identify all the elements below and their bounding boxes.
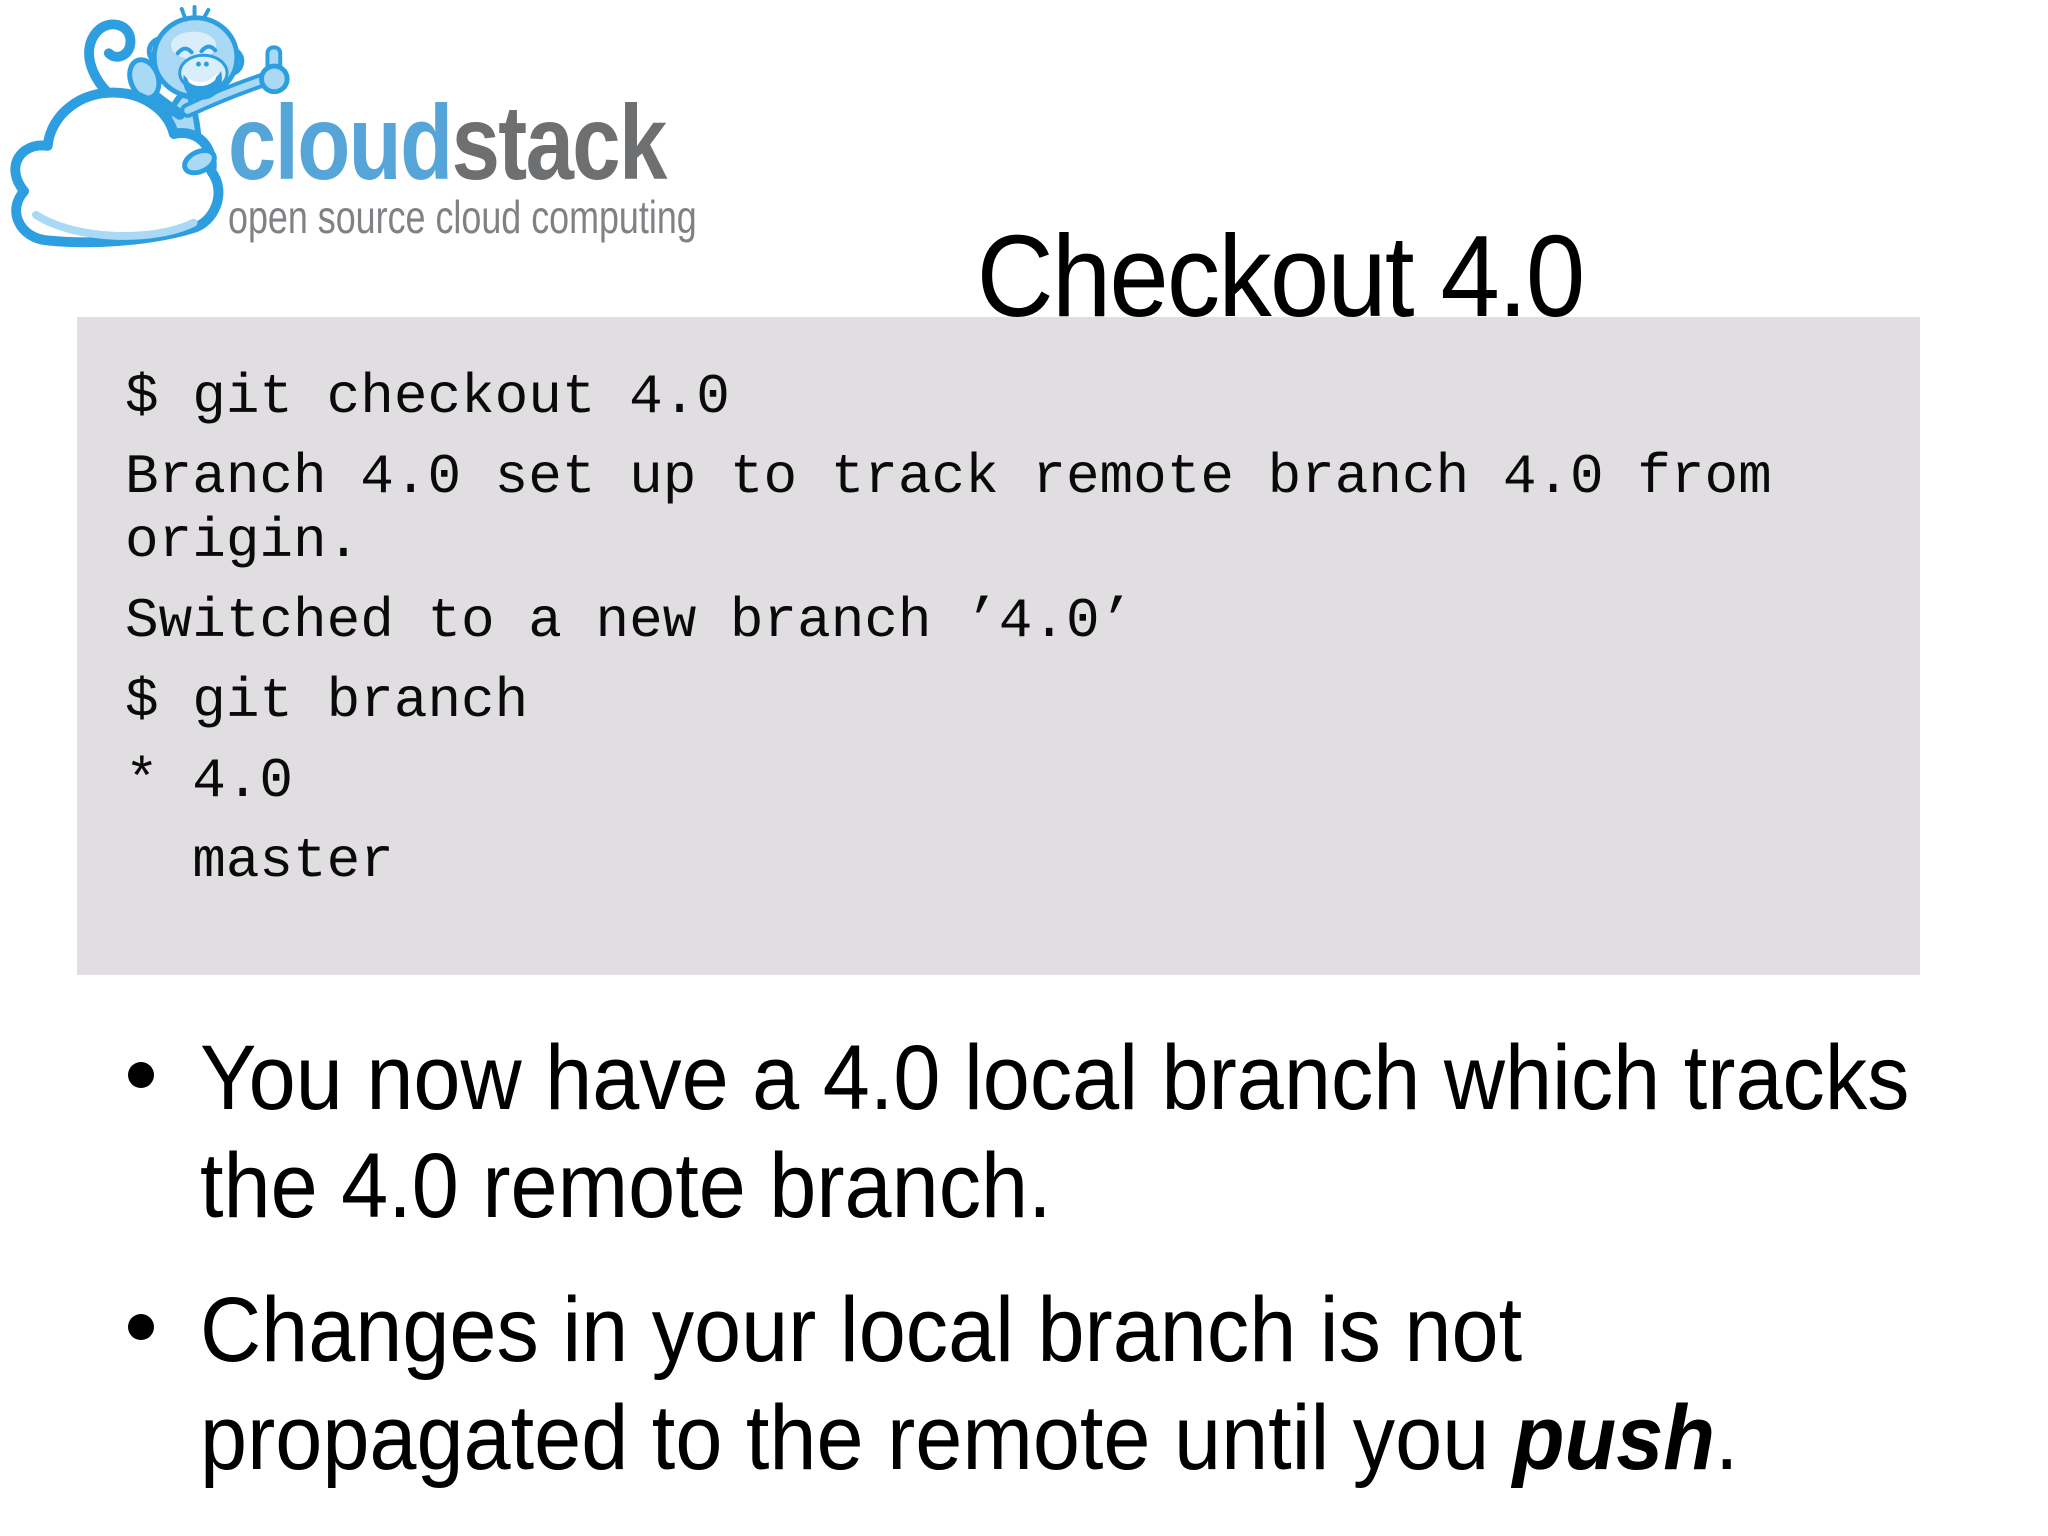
bullet-line: propagated to the remote until you push. [200, 1384, 1738, 1492]
brand-word-cloud: cloud [228, 84, 453, 202]
emphasis-push: push [1512, 1387, 1715, 1489]
code-line: Switched to a new branch ’4.0’ [125, 589, 1134, 653]
bullet-item: Changes in your local branch is not prop… [128, 1276, 2028, 1492]
code-line: origin. [125, 509, 361, 573]
brand-word-stack: stack [451, 84, 668, 202]
code-line: Branch 4.0 set up to track remote branch… [125, 445, 1772, 509]
bullet-list: You now have a 4.0 local branch which tr… [128, 1024, 2028, 1492]
bullet-icon [128, 1062, 154, 1088]
bullet-text: Changes in your local branch is not prop… [200, 1276, 1738, 1492]
bullet-line: the 4.0 remote branch. [200, 1135, 1052, 1237]
brand-wordmark: cloudstack [228, 90, 667, 196]
bullet-text: You now have a 4.0 local branch which tr… [200, 1024, 1910, 1240]
bullet-line: Changes in your local branch is not [200, 1279, 1523, 1381]
code-line: $ git checkout 4.0 [125, 365, 730, 429]
bullet-item: You now have a 4.0 local branch which tr… [128, 1024, 2028, 1240]
terminal-output-block: $ git checkout 4.0 Branch 4.0 set up to … [77, 317, 1920, 975]
code-line: * 4.0 [125, 749, 294, 813]
code-line: master [125, 829, 394, 893]
cloudstack-logo: cloudstack open source cloud computing [0, 0, 760, 260]
bullet-line-suffix: . [1714, 1387, 1739, 1489]
brand-tagline: open source cloud computing [228, 191, 697, 243]
bullet-icon [128, 1314, 154, 1340]
page-title: Checkout 4.0 [976, 210, 1586, 341]
cloud-monkey-icon [10, 4, 290, 248]
bullet-line: You now have a 4.0 local branch which tr… [200, 1027, 1910, 1129]
bullet-line-prefix: propagated to the remote until you [200, 1387, 1513, 1489]
code-line: $ git branch [125, 669, 529, 733]
